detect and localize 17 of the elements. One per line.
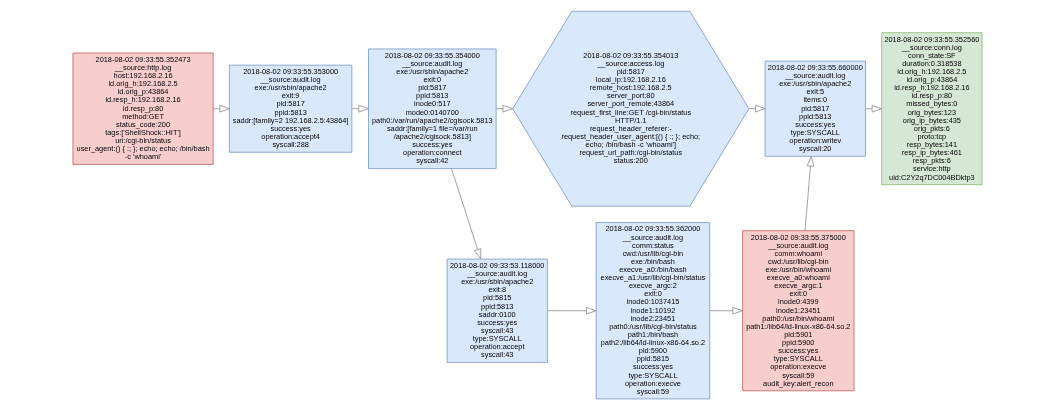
arrow — [451, 168, 482, 260]
node-box: 2018-08-02 09:33:55.354000 __source:audit.log exe:/usr/sbin/apache2 exit:0 pid:5817 ppid:5813 inode0:517 mode0:0140700 path0:/var/run/apache2/cgisock.5813 saddr:[family=1 file=/var/run /apache2/cgisock.5813] success:yes operation:connect syscall:42 — [368, 48, 497, 169]
arrow — [748, 104, 766, 113]
arrow — [804, 156, 815, 231]
arrow — [213, 104, 230, 113]
arrow — [351, 104, 369, 113]
arrow — [495, 104, 513, 113]
arrow — [547, 307, 597, 315]
node-box: 2018-08-02 09:33:55.353000 __source:audit.log exe:/usr/sbin/apache2 exit:9 pid:5817 ppid:5813 saddr:[family=2 192.168.2.5:43864] success:yes operation:accept4 syscall:288 — [229, 64, 353, 153]
arrow — [865, 104, 883, 113]
node-box: 2018-08-02 09:33:55.362000 __source:audit.log comm:status cwd:/usr/lib/cgi-bin exe:/bin/bash execve_a0:/bin/bash execve_a1:/usr/lib/cgi-bin/status execve_argc:2 exit:0 inode0:1037415 inode1:10192 inode2:23451 path0:/usr/lib/cgi-bin/status path1:/bin/bash path2:/lib64/ld-linux-x86-64.so.2 pid:5900 ppid:5815 success:yes type:SYSCALL operation:execve syscall:59 — [595, 222, 711, 400]
node-box: 2018-08-02 09:33:55.352473 __source:http.log host:192.168.2.16 id.orig_h:192.168.2.5 id.orig_p:43864 id.resp_h:192.168.2.16 id.resp_p:80 method:GET status_code:200 tags:['ShellShock::HIT'] uri:/cgi-bin/status user_agent:() { :; }; echo; echo; /bin/bash -c 'whoami' — [72, 52, 214, 165]
arrow — [709, 307, 743, 315]
node-box: 2018-08-02 09:33:53.118000 __source:audit.log exe:/usr/sbin/apache2 exit:8 pid:5815 ppid:5813 saddr:0100 success:yes syscall:43 type:SYSCALL operation:accept syscall:43 — [446, 258, 548, 363]
node-box: 2018-08-02 09:33:55.660000 __source:audit.log exe:/usr/sbin/apache2 exit:5 items:0 pid:5817 ppid:5813 success:yes type:SYSCALL operation:writev syscall:20 — [764, 60, 866, 157]
node-box: 2018-08-02 09:33:55.375000 __source:audit.log comm:whoami cwd:/usr/lib/cgi-bin exe:/usr/bin/whoami execve_a0:whoami execve_argc:1 exit:0 inode0:4399 inode1:23451 path0:/usr/bin/whoami path1:/lib64/ld-linux-x86-64.so.2 pid:5901 ppid:5900 success:yes type:SYSCALL operation:execve syscall:59 audit_key:alert_recon — [742, 230, 855, 392]
node-box: 2018-08-02 09:33:55.352560 __source:conn.log conn_state:SF duration:0.318538 id.orig_h:192.168.2.5 id.orig_p:43864 id.resp_h:192.168.2.16 id.resp_p:80 missed_bytes:0 orig_bytes:123 orig_ip_bytes:435 orig_pkts:6 proto:tcp resp_bytes:141 resp_ip_bytes:461 resp_pkts:6 service:http uid:C2Y2q7DC004BDktp3 — [881, 32, 983, 186]
